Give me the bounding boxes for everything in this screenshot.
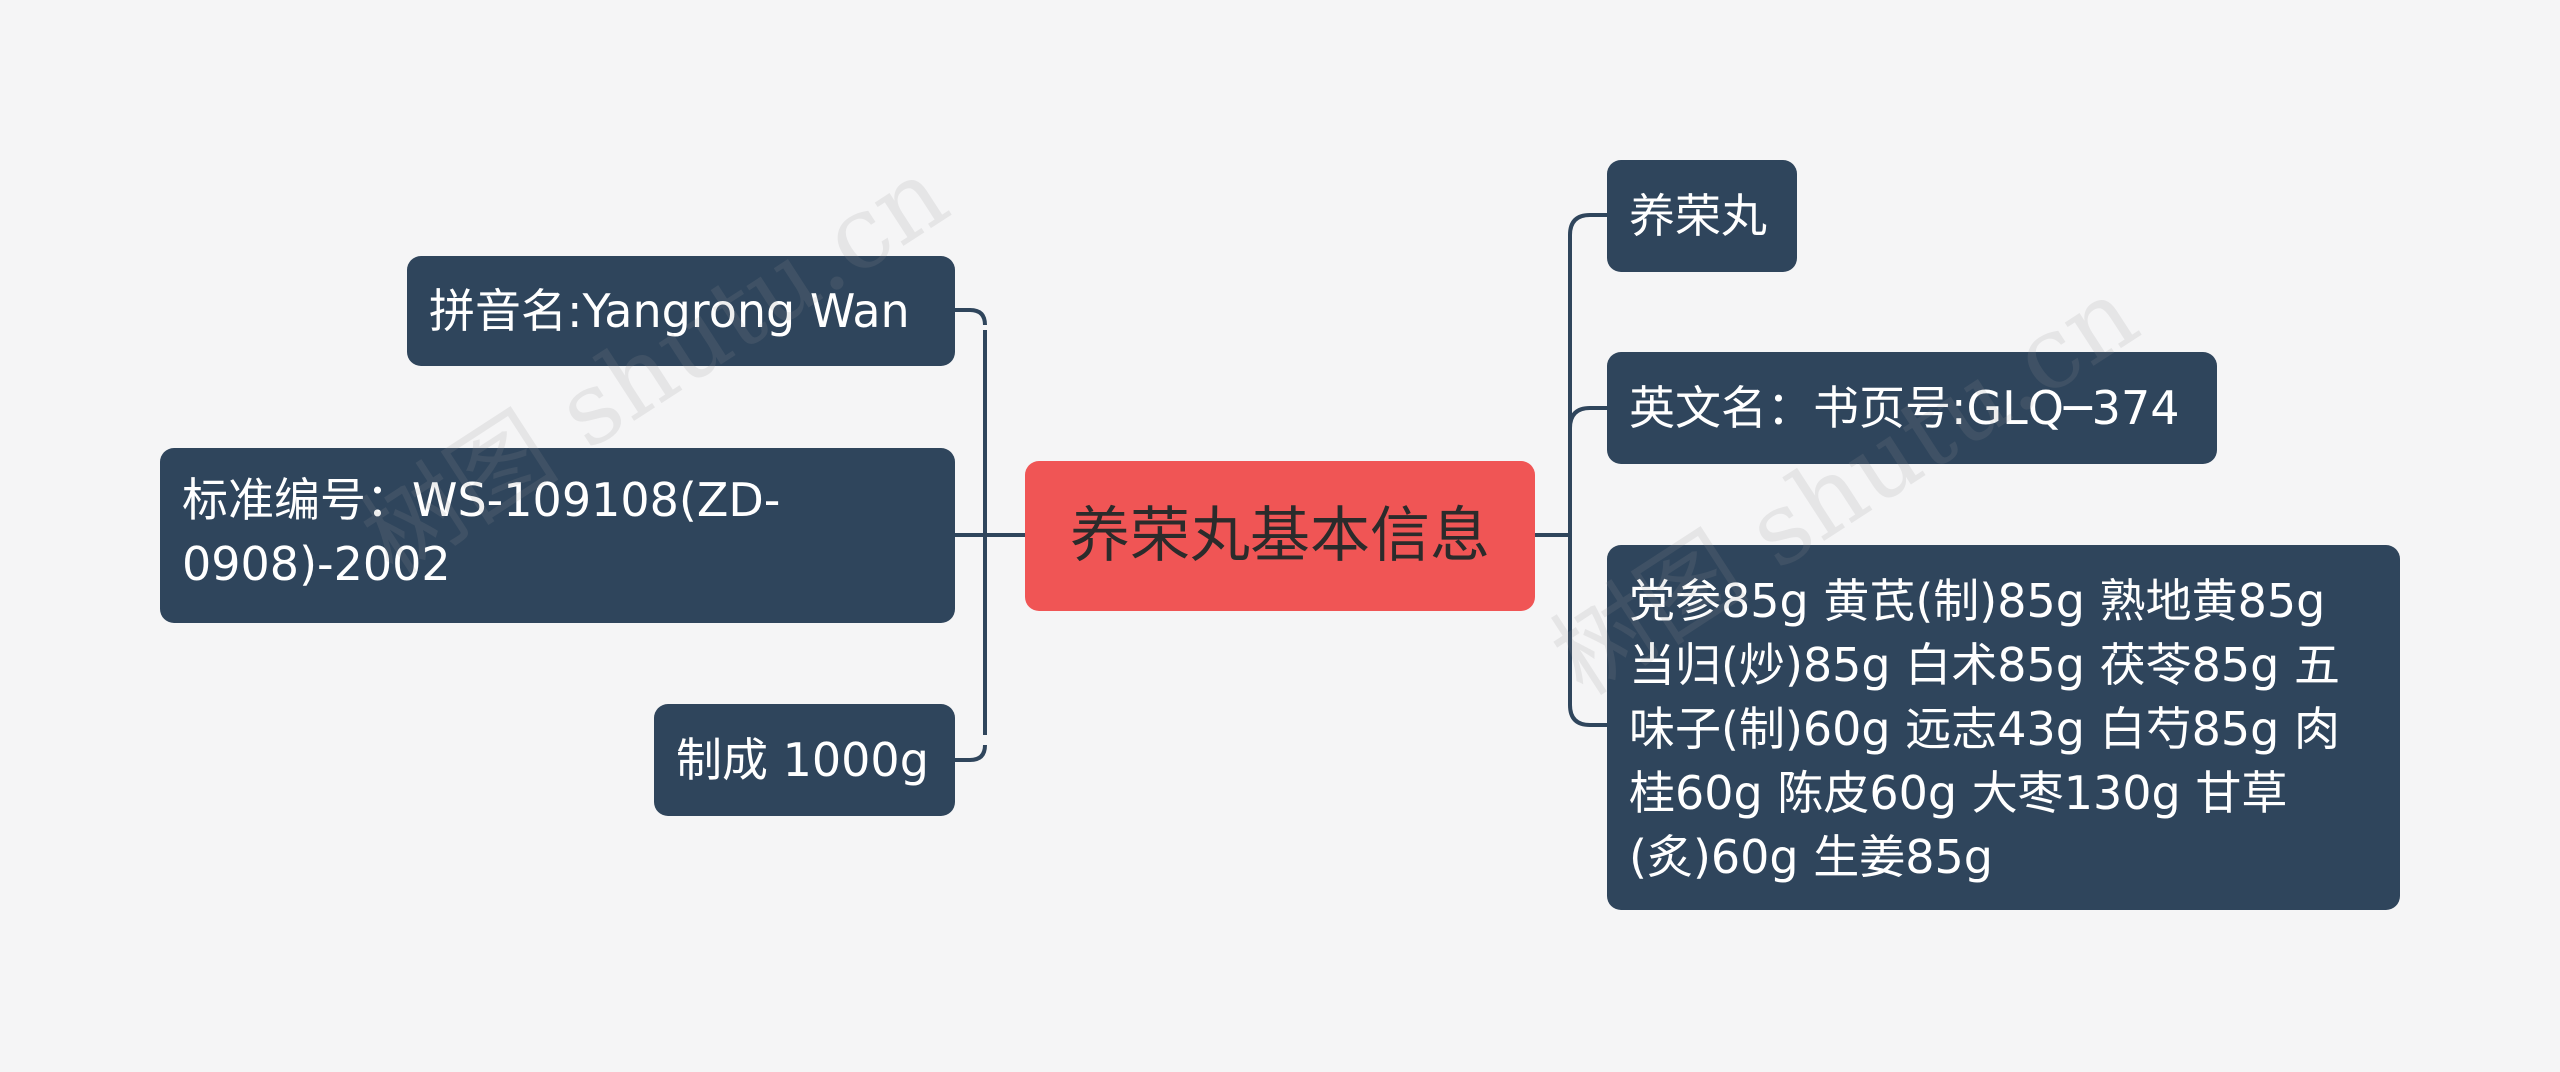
left-node-pinyin[interactable]: 拼音名:Yangrong Wan xyxy=(407,256,955,366)
right-node-ingredients[interactable]: 党参85g 黄芪(制)85g 熟地黄85g 当归(炒)85g 白术85g 茯苓8… xyxy=(1607,545,2400,910)
left-node-yield-label: 制成 1000g xyxy=(676,733,929,787)
right-node-name-label: 养荣丸 xyxy=(1629,189,1767,243)
right-node-ingredients-label: 党参85g 黄芪(制)85g 熟地黄85g 当归(炒)85g 白术85g 茯苓8… xyxy=(1629,574,2340,884)
connector-left-3 xyxy=(955,744,987,762)
connector-left-1 xyxy=(955,308,987,326)
right-node-name[interactable]: 养荣丸 xyxy=(1607,160,1797,272)
right-node-english-name-label: 英文名：书页号:GLQ─374 xyxy=(1629,381,2180,435)
left-node-standard-number[interactable]: 标准编号：WS-109108(ZD-0908)-2002 xyxy=(160,448,955,623)
root-node-label: 养荣丸基本信息 xyxy=(1070,501,1490,571)
root-node[interactable]: 养荣丸基本信息 xyxy=(1025,461,1535,611)
connector-right-1 xyxy=(1568,213,1607,236)
left-node-yield[interactable]: 制成 1000g xyxy=(654,704,955,816)
connector-right-2 xyxy=(1568,406,1607,429)
left-node-standard-number-label: 标准编号：WS-109108(ZD-0908)-2002 xyxy=(182,473,781,591)
right-node-english-name[interactable]: 英文名：书页号:GLQ─374 xyxy=(1607,352,2217,464)
left-node-pinyin-label: 拼音名:Yangrong Wan xyxy=(429,284,910,338)
connector-right-3 xyxy=(1568,704,1607,727)
